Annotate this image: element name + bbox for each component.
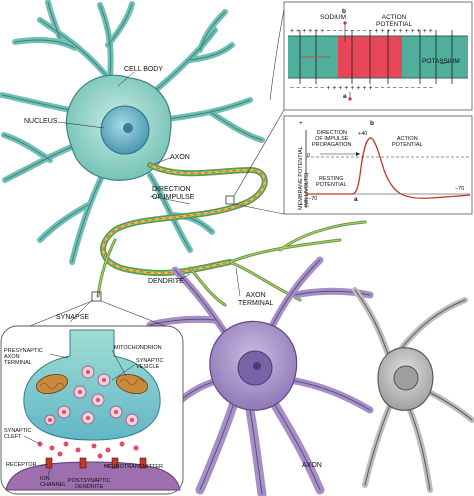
direction-of-impulse-label: DIRECTION OF IMPULSE bbox=[152, 186, 194, 202]
graph-minus70-left: −70 bbox=[308, 196, 318, 202]
synapse-leaders bbox=[23, 349, 137, 477]
graph-plus: + bbox=[299, 120, 303, 127]
main-axon bbox=[91, 162, 367, 307]
axon-label: AXON bbox=[170, 154, 190, 161]
axon-terminal-label: AXON TERMINAL bbox=[238, 292, 273, 308]
action-potential-curve bbox=[306, 137, 471, 199]
graph-rp-line2: POTENTIAL bbox=[316, 182, 347, 188]
graph-ap-line1: ACTION bbox=[396, 136, 418, 142]
graph-direction-line1: DIRECTION bbox=[316, 130, 347, 136]
membrane-inset: + + + + + + − − − − − − − − + + + + + + … bbox=[283, 1, 473, 111]
synapse-inset bbox=[0, 300, 184, 495]
potential-graph bbox=[283, 115, 473, 215]
callout-lines bbox=[233, 9, 285, 215]
membrane-charges: + + + + + + − − − − − − − − + + + + + + … bbox=[290, 28, 433, 92]
graph-ap-line2: POTENTIAL bbox=[392, 142, 423, 148]
graph-marker-a: a bbox=[354, 196, 358, 203]
svg-text:− − − − − − + + + + + + + + −: − − − − − − + + + + + + + + − − − − − − … bbox=[290, 85, 433, 92]
membrane-marker-a: a bbox=[343, 93, 347, 100]
graph-direction-label: DIRECTION OF IMPULSE PROPAGATION bbox=[312, 130, 352, 148]
mitochondrion-label: MITOCHONDRION bbox=[114, 345, 162, 351]
ion-channel-label: ION CHANNEL bbox=[40, 476, 66, 488]
graph-action-potential-label: ACTION POTENTIAL bbox=[392, 136, 423, 148]
ion-channel-line2: CHANNEL bbox=[40, 482, 67, 488]
ion-arrows bbox=[299, 30, 453, 84]
neurotransmitter-label: NEUROTRANSMITTER bbox=[104, 464, 163, 470]
graph-zero: 0 bbox=[307, 153, 311, 159]
synaptic-cleft-label: SYNAPTIC CLEFT bbox=[4, 428, 32, 440]
gray-neuron bbox=[352, 287, 474, 493]
postsynaptic-line2: DENDRITE bbox=[75, 484, 104, 490]
graph-rp-line1: RESTING bbox=[319, 176, 344, 182]
vesicle-line2: VESICLE bbox=[136, 364, 160, 370]
graph-plus40: +40 bbox=[358, 131, 368, 137]
graph-minus70-right: −70 bbox=[455, 186, 465, 192]
graph-marker-b: b bbox=[370, 120, 374, 127]
membrane-marker-b: b bbox=[342, 8, 346, 15]
membrane-ap-line1: ACTION bbox=[381, 14, 407, 21]
teal-neuron bbox=[0, 0, 265, 265]
svg-text:+ + + + + + − − − − − − − − +: + + + + + + − − − − − − − − + + + + + + … bbox=[290, 28, 433, 35]
cleft-line1: SYNAPTIC bbox=[4, 428, 32, 434]
sodium-label: SODIUM bbox=[320, 14, 346, 21]
axon-terminal-line2: TERMINAL bbox=[238, 300, 274, 307]
receptor-label: RECEPTOR bbox=[6, 462, 37, 468]
dendrite-label: DENDRITE bbox=[148, 278, 184, 285]
cleft-line2: CLEFT bbox=[4, 434, 22, 440]
potassium-label: POTASSIUM bbox=[422, 58, 460, 65]
presynaptic-line2: AXON bbox=[4, 354, 20, 360]
vesicle-contents bbox=[48, 370, 134, 422]
postsynaptic-label: POSTSYNAPTIC DENDRITE bbox=[68, 478, 110, 490]
synapse-label: SYNAPSE bbox=[56, 314, 90, 321]
graph-direction-line2: OF IMPULSE bbox=[315, 136, 349, 142]
main-leaders bbox=[57, 71, 241, 323]
membrane-action-potential-label: ACTION POTENTIAL bbox=[376, 14, 412, 28]
direction-label-line1: DIRECTION bbox=[152, 186, 191, 193]
membrane-ap-line2: POTENTIAL bbox=[376, 21, 413, 28]
synaptic-vesicle-label: SYNAPTIC VESICLE bbox=[136, 358, 164, 370]
postsynaptic-line1: POSTSYNAPTIC bbox=[68, 478, 111, 484]
direction-label-line2: OF IMPULSE bbox=[152, 194, 195, 201]
graph-ylabel-line2: (MILLIVOLTS) bbox=[304, 172, 310, 208]
graph-minus: − bbox=[299, 202, 303, 209]
axon-bottom-label: AXON bbox=[302, 462, 322, 469]
ion-channel-line1: ION bbox=[40, 476, 50, 482]
vesicle-line1: SYNAPTIC bbox=[136, 358, 164, 364]
graph-direction-line3: PROPAGATION bbox=[312, 142, 352, 148]
presynaptic-line3: TERMINAL bbox=[4, 360, 32, 366]
nucleus-label: NUCLEUS bbox=[24, 118, 58, 125]
presynaptic-label: PRESYNAPTIC AXON TERMINAL bbox=[4, 348, 43, 366]
graph-resting-potential-label: RESTING POTENTIAL bbox=[316, 176, 347, 188]
presynaptic-line1: PRESYNAPTIC bbox=[4, 348, 43, 354]
cell-body-label: CELL BODY bbox=[124, 66, 164, 73]
receptors bbox=[45, 457, 147, 469]
axon-terminal-line1: AXON bbox=[245, 292, 266, 299]
